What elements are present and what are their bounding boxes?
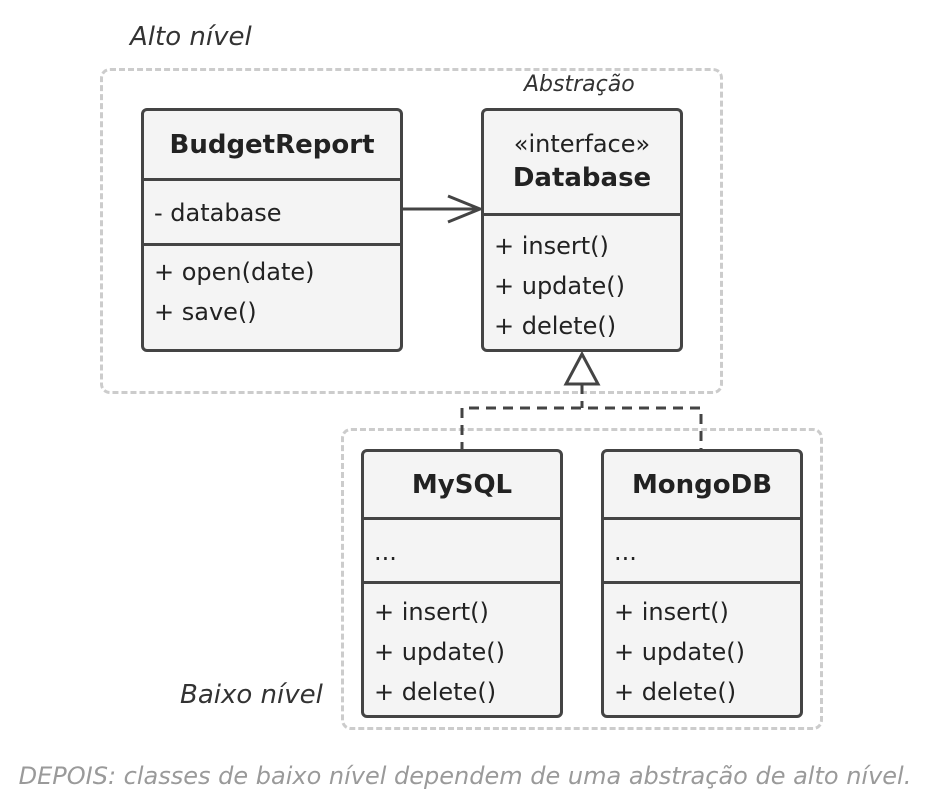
class-title: MongoDB: [604, 452, 800, 517]
class-name: MongoDB: [631, 469, 773, 500]
method: + open(date): [154, 258, 315, 286]
methods-section: + insert() + update() + delete(): [604, 581, 800, 712]
field: ...: [614, 538, 637, 566]
fields-section: ...: [364, 517, 560, 581]
fields-section: ...: [604, 517, 800, 581]
method: + update(): [494, 272, 626, 300]
method: + insert(): [494, 232, 609, 260]
method: + update(): [374, 638, 506, 666]
realization-dashed-line: [460, 406, 703, 452]
realization-arrowhead: [563, 350, 601, 386]
association-arrowhead: [447, 194, 484, 224]
method: + insert(): [614, 598, 729, 626]
method: + delete(): [614, 678, 737, 706]
methods-section: + open(date) + save(): [144, 243, 400, 332]
method: + save(): [154, 298, 257, 326]
class-database-interface[interactable]: «interface» Database + insert() + update…: [481, 108, 683, 352]
high-level-label: Alto nível: [130, 22, 252, 52]
abstraction-label: Abstração: [524, 72, 635, 97]
class-title: BudgetReport: [144, 111, 400, 178]
class-budget-report[interactable]: BudgetReport - database + open(date) + s…: [141, 108, 403, 352]
fields-section: - database: [144, 178, 400, 243]
class-mongodb[interactable]: MongoDB ... + insert() + update() + dele…: [601, 449, 803, 718]
method: + update(): [614, 638, 746, 666]
methods-section: + insert() + update() + delete(): [364, 581, 560, 712]
class-title: «interface» Database: [484, 111, 680, 213]
class-mysql[interactable]: MySQL ... + insert() + update() + delete…: [361, 449, 563, 718]
method: + insert(): [374, 598, 489, 626]
class-name: MySQL: [411, 469, 513, 500]
field: - database: [154, 199, 282, 227]
class-name: BudgetReport: [169, 129, 375, 160]
method: + delete(): [374, 678, 497, 706]
caption: DEPOIS: classes de baixo nível dependem …: [18, 762, 912, 790]
class-name: Database: [512, 163, 652, 193]
high-level-group: [100, 68, 723, 394]
low-level-label: Baixo nível: [180, 680, 323, 710]
low-level-group: [341, 428, 823, 730]
stereotype: «interface»: [513, 130, 651, 158]
methods-section: + insert() + update() + delete(): [484, 213, 680, 346]
class-title: MySQL: [364, 452, 560, 517]
method: + delete(): [494, 312, 617, 340]
field: ...: [374, 538, 397, 566]
